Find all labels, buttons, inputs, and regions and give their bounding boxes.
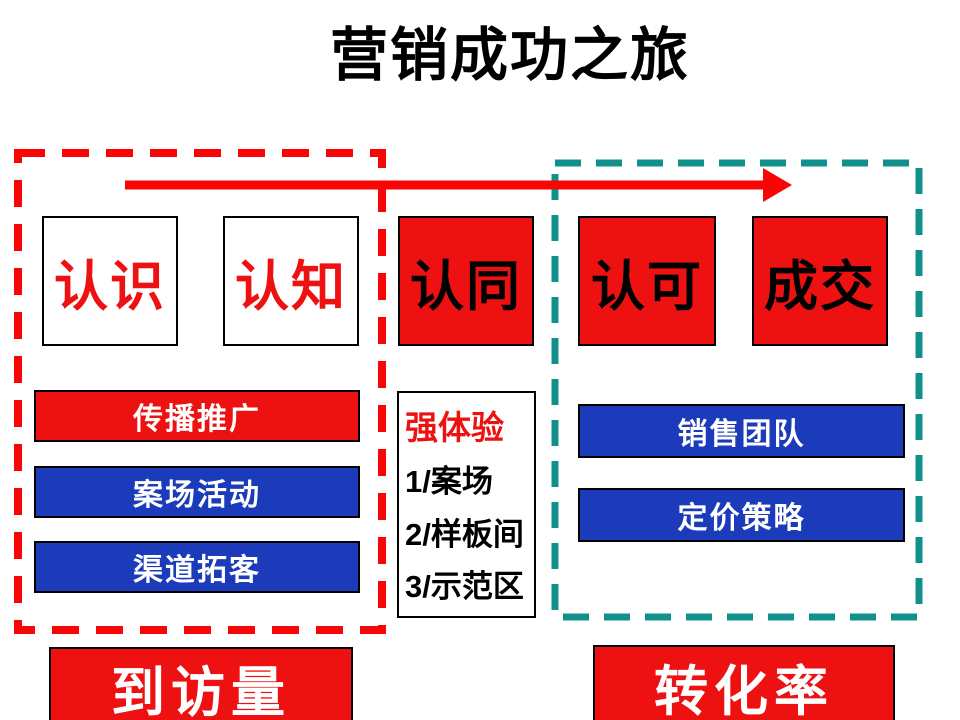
kpi-label: 转化率 <box>654 661 834 720</box>
bar-label: 渠道拓客 <box>133 554 261 587</box>
stage-box-renzhi: 认知 <box>223 216 359 346</box>
stage-box-rentong: 认同 <box>398 216 534 346</box>
awareness-bar-promotion: 传播推广 <box>34 390 360 442</box>
slide-title: 营销成功之旅 <box>329 23 690 88</box>
bar-label: 案场活动 <box>133 479 261 512</box>
kpi-visit-volume: 到访量 <box>49 647 353 720</box>
stage-label: 成交 <box>764 256 876 317</box>
stage-label: 认可 <box>591 256 703 317</box>
stage-label: 认知 <box>235 256 347 317</box>
conversion-bar-pricing-strategy: 定价策略 <box>578 488 905 542</box>
experience-box: 强体验 1/案场 2/样板间 3/示范区 <box>397 391 536 618</box>
stage-label: 认同 <box>410 256 522 317</box>
stage-label: 认识 <box>54 256 166 317</box>
bar-label: 销售团队 <box>677 418 806 451</box>
experience-item: 3/示范区 <box>405 568 524 604</box>
experience-item: 2/样板间 <box>405 516 524 552</box>
awareness-bar-channel-outreach: 渠道拓客 <box>34 541 360 593</box>
stage-box-renke: 认可 <box>578 216 716 346</box>
journey-arrow <box>125 168 792 202</box>
stage-box-renshi: 认识 <box>42 216 178 346</box>
experience-item: 1/案场 <box>405 464 493 500</box>
stage-box-chengjiao: 成交 <box>752 216 888 346</box>
awareness-bar-site-events: 案场活动 <box>34 466 360 518</box>
conversion-bar-sales-team: 销售团队 <box>578 404 905 458</box>
bar-label: 传播推广 <box>133 403 261 436</box>
experience-title: 强体验 <box>405 409 504 446</box>
journey-arrow-head <box>763 168 792 202</box>
kpi-conversion-rate: 转化率 <box>593 645 895 720</box>
bar-label: 定价策略 <box>677 502 806 535</box>
kpi-label: 到访量 <box>111 662 291 720</box>
